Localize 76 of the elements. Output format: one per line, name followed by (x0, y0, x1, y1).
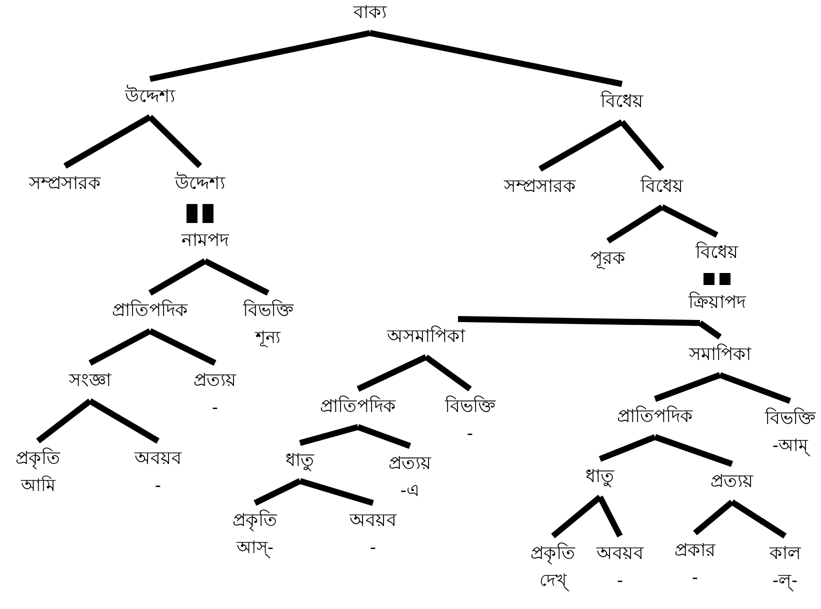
tree-branch-line (356, 424, 412, 449)
tree-branch-line (88, 328, 152, 366)
tree-node-label: প্রাতিপদিক (112, 298, 188, 323)
tree-node-label: ধাতু (286, 449, 314, 474)
tree-node-label: প্রকৃতি (530, 542, 576, 566)
tree-branch-line (64, 114, 152, 169)
morpheme-value: -আম্ (772, 434, 808, 458)
tree-branch-line (660, 204, 718, 238)
tree-branch-line (698, 320, 722, 340)
morpheme-value: -ল্- (772, 570, 798, 593)
tree-branch-line (654, 372, 722, 402)
tree-branch-line (356, 354, 428, 392)
tree-branch-line (254, 478, 302, 506)
tree-node-label: অবয়ব (134, 447, 182, 471)
morpheme-value: আমি (21, 474, 55, 498)
tree-node-label: প্রাতিপদিক (320, 394, 396, 419)
morpheme-value: আস্- (236, 537, 274, 560)
tree-node-label: সংজ্ঞা (69, 369, 111, 393)
tree-branch-line (620, 120, 664, 171)
morpheme-value: দেখ্ (540, 569, 566, 593)
tree-branch-line (654, 434, 733, 467)
tree-branch-line (148, 328, 216, 366)
tree-branch-line (299, 478, 374, 506)
tree-node-label: সমাপিকা (689, 342, 751, 367)
tree-branch-line (36, 398, 92, 444)
tree-branch-line (458, 316, 700, 326)
tree-node-label: পূরক (590, 247, 626, 272)
tree-branch-line (693, 500, 734, 536)
tree-branch-line (149, 30, 371, 82)
tree-node-label: প্রত্যয় (388, 452, 432, 476)
tree-node-label: বিভক্তি (445, 394, 495, 419)
tree-branch-line (597, 496, 623, 538)
tree-branch-line (538, 119, 624, 172)
morpheme-value: শূন্য (256, 327, 280, 350)
tree-node-label: বিধেয় (640, 174, 684, 199)
tree-node-label: অসমাপিকা (387, 324, 465, 349)
tree-node-label: নামপদ (182, 229, 228, 253)
tree-node-label: ধাতু (586, 465, 614, 490)
morpheme-value: - (212, 397, 218, 420)
morpheme-value: - (692, 567, 698, 590)
tree-node-label: সম্প্রসারক (29, 172, 101, 196)
tree-node-label: প্রকার (674, 539, 716, 563)
tree-node-label: বিধেয় (696, 240, 738, 265)
tree-node-label: প্রকৃতি (16, 446, 60, 472)
tree-branch-line (204, 258, 270, 296)
tree-node-label: বিধেয় (600, 90, 644, 114)
tree-branch-line (424, 354, 472, 392)
morpheme-value: - (154, 475, 162, 498)
tree-branch-line (718, 372, 792, 404)
tree-node-label: সম্প্রসারক (504, 175, 576, 199)
tree-branch-line (551, 494, 602, 538)
tree-branch-line (148, 114, 202, 168)
tree-node-label: প্রাতিপদিক (617, 404, 693, 429)
tree-node-label: উদ্দেশ্য (125, 84, 175, 109)
tree-node-label: অবয়ব (596, 542, 644, 566)
tree-branch-line (606, 204, 664, 244)
tree-branch-line (88, 398, 160, 444)
tree-branch-line (299, 424, 359, 446)
morpheme-value: - (466, 423, 474, 446)
tree-branch-line (730, 499, 787, 539)
tree-branch-line (369, 30, 623, 87)
tree-node-label: অবয়ব (350, 509, 396, 533)
tree-branch-line (148, 258, 206, 296)
tree-node-label: উদ্দেশ্য (175, 171, 225, 196)
tree-node-label: প্রকৃতি (232, 508, 278, 534)
tree-node-label: প্রত্যয় (710, 470, 754, 494)
tree-node-label: বিভক্তি (765, 406, 815, 431)
morpheme-value: - (370, 537, 376, 560)
tree-node-label: বিভক্তি (243, 298, 293, 323)
tree-node-label: প্রত্যয় (194, 369, 236, 393)
tree-node-label: ক্রিয়াপদ (688, 290, 746, 315)
morpheme-value: -এ (400, 480, 420, 503)
morpheme-value: - (616, 570, 624, 593)
tree-branch-line (598, 434, 656, 462)
tree-node-label: বাক্য (354, 1, 386, 25)
tree-node-label: কাল (770, 542, 800, 566)
